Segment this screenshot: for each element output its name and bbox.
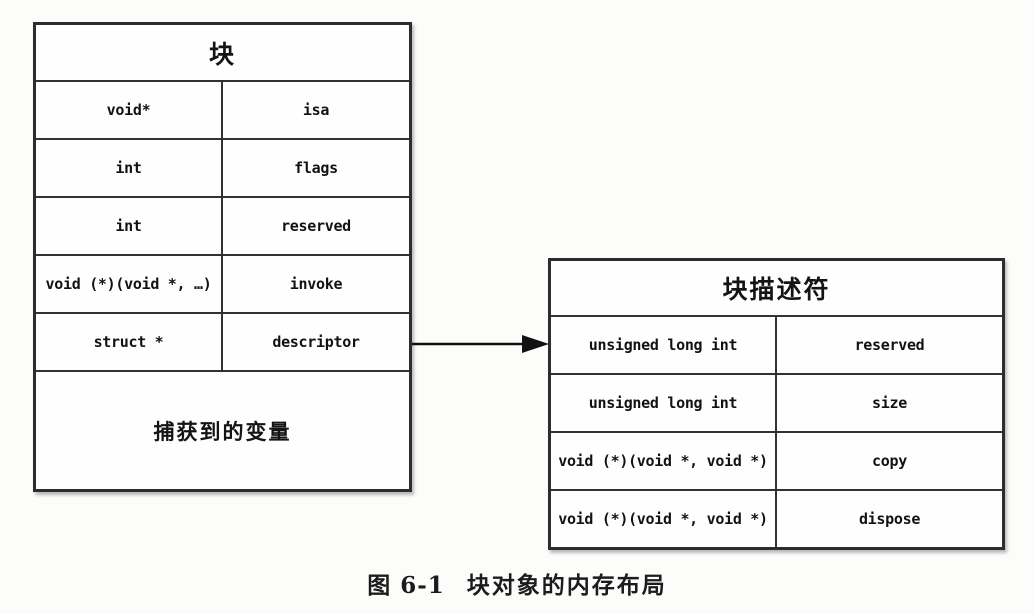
block-row-invoke-name: invoke	[289, 275, 343, 293]
figure-caption-text: 块对象的内存布局	[466, 572, 667, 599]
descriptor-row-copy: void (*)(void *, void *) copy	[551, 433, 1002, 491]
block-row-reserved-type: int	[36, 198, 223, 254]
block-row-isa: void* isa	[36, 82, 409, 140]
block-row-invoke: void (*)(void *, …) invoke	[36, 256, 409, 314]
block-row-invoke-type: void (*)(void *, …)	[36, 256, 223, 312]
block-row-reserved: int reserved	[36, 198, 409, 256]
block-table: 块 void* isa int flags int reserved void …	[33, 22, 412, 492]
block-row-flags: int flags	[36, 140, 409, 198]
descriptor-row-copy-type: void (*)(void *, void *)	[551, 433, 777, 489]
block-table-title: 块	[36, 25, 409, 82]
descriptor-row-dispose: void (*)(void *, void *) dispose	[551, 491, 1002, 547]
figure-caption: 图 6-1 块对象的内存布局	[0, 566, 1034, 600]
block-captured-variables: 捕获到的变量	[153, 419, 292, 444]
descriptor-row-size-name: size	[872, 394, 907, 412]
block-row-flags-type: int	[36, 140, 223, 196]
descriptor-row-dispose-name: dispose	[858, 510, 921, 528]
block-row-isa-type: void*	[36, 82, 223, 138]
descriptor-arrow-icon	[412, 335, 549, 353]
descriptor-row-copy-name: copy	[872, 452, 907, 470]
block-row-flags-name: flags	[294, 159, 338, 177]
descriptor-table: 块描述符 unsigned long int reserved unsigned…	[548, 258, 1005, 550]
block-row-descriptor: struct * descriptor	[36, 314, 409, 372]
block-row-descriptor-type: struct *	[36, 314, 223, 370]
block-row-reserved-name: reserved	[281, 217, 351, 235]
descriptor-row-size: unsigned long int size	[551, 375, 1002, 433]
descriptor-row-reserved-name: reserved	[854, 336, 925, 354]
descriptor-row-reserved: unsigned long int reserved	[551, 317, 1002, 375]
descriptor-row-reserved-type: unsigned long int	[551, 317, 777, 373]
descriptor-row-dispose-type: void (*)(void *, void *)	[551, 491, 777, 547]
block-row-isa-name: isa	[302, 101, 330, 119]
descriptor-table-title: 块描述符	[551, 261, 1002, 317]
figure-caption-number: 图 6-1	[367, 572, 445, 599]
block-row-descriptor-name: descriptor	[272, 333, 360, 351]
descriptor-row-size-type: unsigned long int	[551, 375, 777, 431]
